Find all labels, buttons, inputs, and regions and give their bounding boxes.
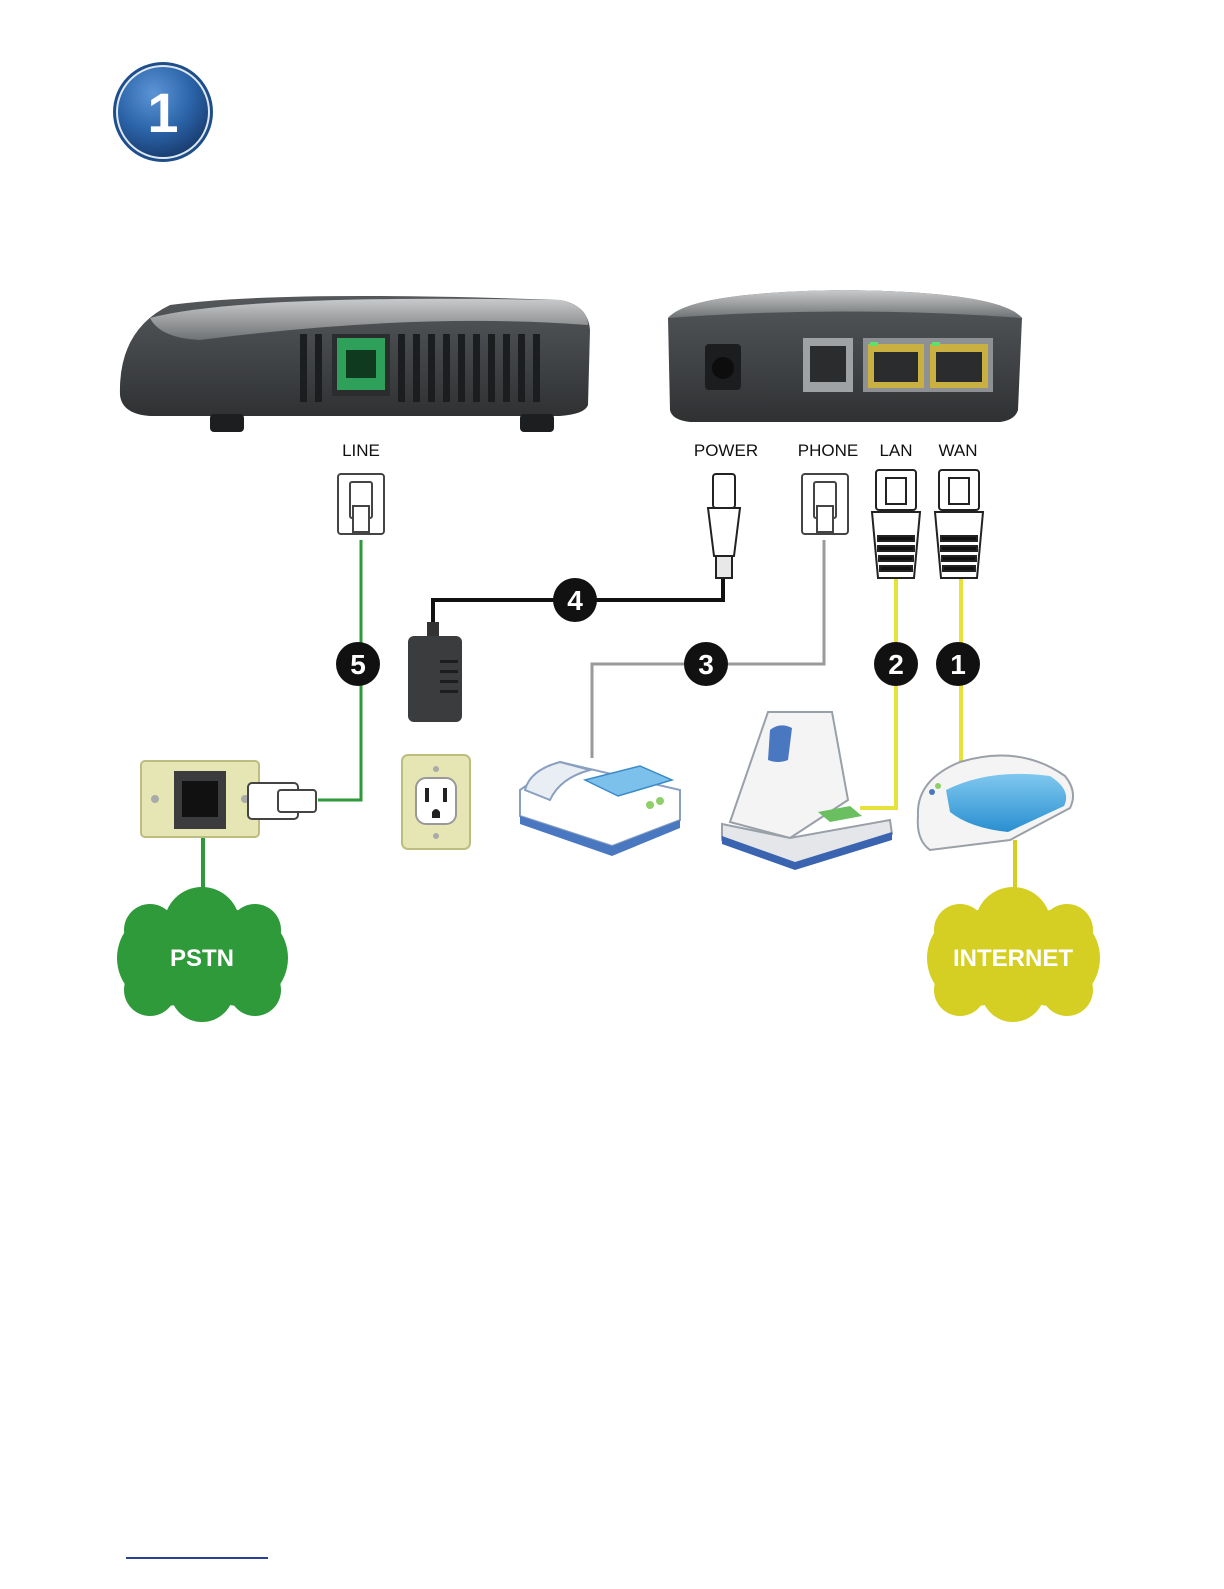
phone-wall-jack-icon [141, 761, 316, 837]
router-icon [918, 756, 1073, 850]
power-plug-icon [708, 474, 740, 578]
pstn-label: PSTN [170, 945, 234, 972]
svg-text:2: 2 [888, 649, 904, 680]
internet-label: INTERNET [953, 945, 1073, 972]
port-label-wan: WAN [938, 441, 977, 460]
rj11-connector-line [338, 474, 384, 534]
step-marker-2: 2 [874, 642, 918, 686]
wall-outlet-icon [402, 755, 470, 849]
port-label-phone: PHONE [798, 441, 858, 460]
telephone-icon [520, 762, 680, 856]
step-marker-3: 3 [684, 642, 728, 686]
laptop-icon [722, 712, 892, 870]
step-badge: 1 [113, 62, 213, 162]
port-label-lan: LAN [879, 441, 912, 460]
rj11-connector-phone [802, 474, 848, 534]
svg-text:4: 4 [567, 585, 583, 616]
step-marker-1: 1 [936, 642, 980, 686]
step-marker-4: 4 [553, 578, 597, 622]
lan-cable [860, 578, 896, 808]
svg-text:3: 3 [698, 649, 714, 680]
svg-text:1: 1 [950, 649, 966, 680]
rj45-connector-wan [935, 470, 983, 578]
internet-cloud: INTERNET [927, 887, 1100, 1022]
footer-rule [126, 1557, 268, 1559]
rj45-connector-lan [872, 470, 920, 578]
port-label-power: POWER [694, 441, 758, 460]
step-badge-number: 1 [147, 81, 178, 144]
step-marker-5: 5 [336, 642, 380, 686]
gateway-rear-view [668, 290, 1022, 422]
power-adapter-icon [408, 622, 462, 722]
port-label-line: LINE [342, 441, 380, 460]
pstn-cloud: PSTN [117, 887, 288, 1022]
svg-text:5: 5 [350, 649, 366, 680]
gateway-side-view [120, 296, 590, 432]
